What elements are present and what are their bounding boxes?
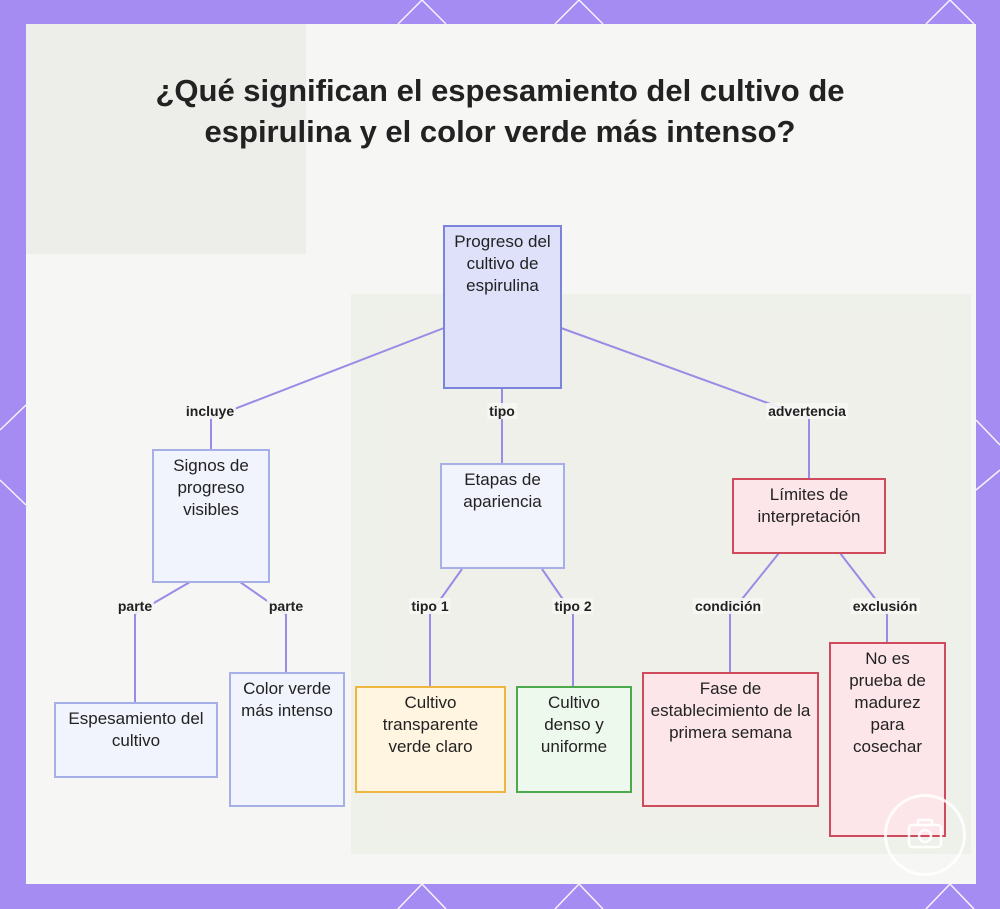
page-title: ¿Qué significan el espesamiento del cult… [155,73,845,149]
edge-signos-espesamiento [134,581,191,703]
edge-limites-fase [729,552,780,673]
edge-etapas-denso [541,568,574,687]
edge-signos-color [239,581,287,673]
edge-label-exclusion: exclusión [850,598,920,614]
node-denso: Cultivo denso y uniforme [516,686,632,793]
node-root: Progreso del cultivo de espirulina [443,225,562,389]
edge-limites-noprueba [839,552,888,643]
edge-label-parte-2: parte [266,598,306,614]
node-espesamiento: Espesamiento del cultivo [54,702,218,778]
edge-etapas-transparente [429,568,463,687]
edge-label-incluye: incluye [183,403,237,419]
camera-icon [884,794,966,876]
edge-label-tipo-1: tipo 1 [409,598,451,614]
node-fase: Fase de establecimiento de la primera se… [642,672,819,807]
edge-label-condicion: condición [692,598,764,614]
edge-root-signos [210,327,445,450]
node-color: Color verde más intenso [229,672,345,807]
node-signos: Signos de progreso visibles [152,449,270,583]
edge-label-parte-1: parte [115,598,155,614]
node-limites: Límites de interpretación [732,478,886,554]
edge-label-tipo-2: tipo 2 [552,598,594,614]
edge-label-advertencia: advertencia [766,403,848,419]
node-etapas: Etapas de apariencia [440,463,565,569]
node-transparente: Cultivo transparente verde claro [355,686,506,793]
edge-label-tipo: tipo [487,403,517,419]
